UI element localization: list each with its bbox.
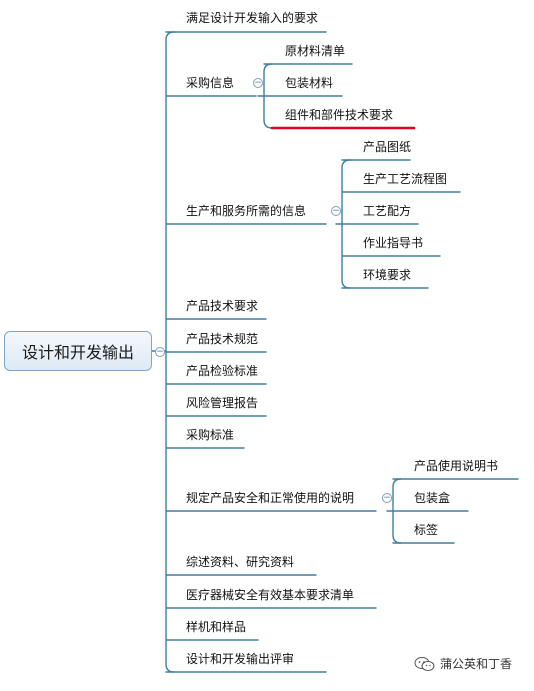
leaf-label[interactable]: 标签 xyxy=(414,523,439,537)
leaf-packaging-material[interactable]: 包装材料 xyxy=(285,76,334,90)
leaf-work-instructions[interactable]: 作业指导书 xyxy=(363,236,424,250)
trunk-upper xyxy=(165,31,175,352)
purchasing-collapse-toggle[interactable]: − xyxy=(253,78,263,88)
root-collapse-toggle[interactable]: − xyxy=(155,347,165,357)
safety-vert-down xyxy=(392,510,402,544)
leaf-process-formula[interactable]: 工艺配方 xyxy=(363,204,412,218)
branch-essential-requirements-checklist[interactable]: 医疗器械安全有效基本要求清单 xyxy=(186,588,355,602)
branch-prototypes-samples[interactable]: 样机和样品 xyxy=(186,620,247,634)
safety-collapse-toggle[interactable]: − xyxy=(382,493,392,503)
branch-safety-usage-instructions[interactable]: 规定产品安全和正常使用的说明 xyxy=(186,491,355,505)
watermark-text: 蒲公英和丁香 xyxy=(440,657,513,671)
leaf-packaging-box[interactable]: 包装盒 xyxy=(414,491,451,505)
branch-design-input-requirements[interactable]: 满足设计开发输入的要求 xyxy=(186,11,319,25)
watermark: 蒲公英和丁香 xyxy=(414,655,512,672)
branch-output-review[interactable]: 设计和开发输出评审 xyxy=(186,652,295,666)
leaf-component-tech-requirements[interactable]: 组件和部件技术要求 xyxy=(285,108,394,122)
branch-production-service-info[interactable]: 生产和服务所需的信息 xyxy=(186,204,307,218)
purchasing-vert-up xyxy=(263,63,273,97)
safety-vert-up xyxy=(392,478,402,512)
branch-summary-research-data[interactable]: 综述资料、研究资料 xyxy=(186,555,295,569)
leaf-environment-requirements[interactable]: 环境要求 xyxy=(363,268,412,282)
production-collapse-toggle[interactable]: − xyxy=(331,206,341,216)
root-node[interactable]: 设计和开发输出 xyxy=(4,331,152,371)
branch-risk-management-report[interactable]: 风险管理报告 xyxy=(186,396,259,410)
wechat-icon xyxy=(414,656,435,671)
branch-product-tech-spec[interactable]: 产品技术规范 xyxy=(186,332,259,346)
purchasing-vert-down xyxy=(263,95,273,129)
branch-product-inspection-standard[interactable]: 产品检验标准 xyxy=(186,364,259,378)
leaf-raw-material-list[interactable]: 原材料清单 xyxy=(285,44,346,58)
leaf-process-flowchart[interactable]: 生产工艺流程图 xyxy=(363,172,448,186)
root-label: 设计和开发输出 xyxy=(21,343,134,362)
branch-product-tech-requirements[interactable]: 产品技术要求 xyxy=(186,299,259,313)
branch-purchasing-info[interactable]: 采购信息 xyxy=(186,76,235,90)
branch-purchasing-standard[interactable]: 采购标准 xyxy=(186,428,235,442)
leaf-product-drawings[interactable]: 产品图纸 xyxy=(363,140,412,154)
leaf-user-manual[interactable]: 产品使用说明书 xyxy=(414,459,499,473)
